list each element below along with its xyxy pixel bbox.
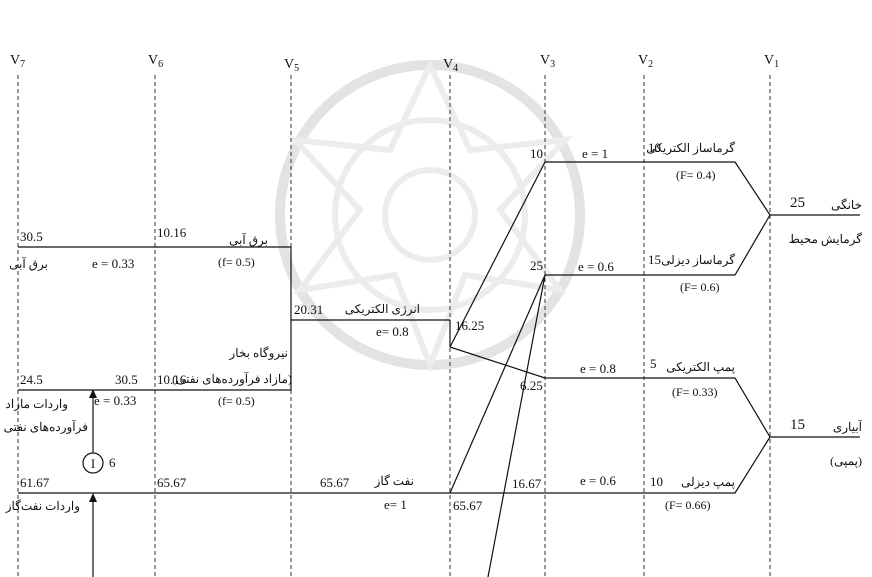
heater-diesel-fraction: (F= 0.6): [680, 280, 719, 294]
pump-electric-name: پمپ الکتریکی: [666, 360, 735, 374]
heater-electric-fraction: (F= 0.4): [676, 168, 715, 182]
import-gas-arrowhead: [89, 493, 97, 502]
gas-v7-value: 61.67: [20, 475, 50, 490]
level-label-v6: V6: [148, 53, 163, 70]
import-gas-label: واردات نفت‌گاز: [5, 499, 80, 513]
steam-v7-value: 24.5: [20, 372, 43, 387]
electric-v4-value: 16.25: [455, 318, 484, 333]
hydro-efficiency: e = 0.33: [92, 256, 134, 271]
gas-name: نفت گاز: [374, 474, 414, 488]
demand-home-sub: گرمایش محیط: [789, 232, 863, 246]
pump-electric-efficiency: e = 0.8: [580, 361, 616, 376]
heater-diesel-value: 15: [648, 252, 661, 267]
input-marker: I 6: [83, 453, 116, 473]
level-label-v7: V7: [10, 53, 25, 70]
level-label-v4: V4: [443, 57, 458, 74]
pump-diesel-fraction: (F= 0.66): [665, 498, 710, 512]
level-label-v2: V2: [638, 53, 653, 70]
hydro-fraction: (f= 0.5): [218, 255, 255, 269]
level-label-v5: V5: [284, 57, 299, 74]
pump-diesel-value: 10: [650, 474, 663, 489]
flow-gas-to-heater-diesel: [488, 275, 545, 577]
pump-diesel-efficiency: e = 0.6: [580, 473, 616, 488]
gas-v6-value: 65.67: [157, 475, 187, 490]
demand-home-name: خانگی: [831, 198, 862, 212]
imports-labels: واردات مازاد فرآورده‌های نفتی واردات نفت…: [4, 397, 88, 513]
level-label-v3: V3: [540, 53, 555, 70]
electric-v5-value: 20.31: [294, 302, 323, 317]
pump-diesel-name: پمپ دیزلی: [681, 475, 735, 489]
input-marker-symbol: I: [91, 456, 95, 471]
hydro-v6-value: 10.16: [157, 225, 187, 240]
hydro-v7-label: برق آبی: [9, 256, 48, 271]
pump-electric-fraction: (F= 0.33): [672, 385, 717, 399]
steam-fraction: (f= 0.5): [218, 394, 255, 408]
demand-irrigation-sub: (پمپی): [830, 454, 862, 468]
steam-subname: (مازاد فرآورده‌های نفتی): [172, 371, 292, 386]
demand-irrigation: 15 آبیاری (پمپی): [790, 417, 863, 468]
heater-diesel-name: گرماساز دیزلی: [661, 253, 735, 267]
node-hydro: 30.5 برق آبی e = 0.33 10.16 برق آبی (f= …: [9, 225, 268, 271]
pump-electric-input: 6.25: [520, 378, 543, 393]
pump-diesel-input: 16.67: [512, 476, 542, 491]
demand-irrigation-name: آبیاری: [833, 419, 863, 434]
import-products-line2: فرآورده‌های نفتی: [4, 419, 88, 434]
heater-electric-name: گرماساز الکتریکی: [646, 141, 735, 155]
demand-home-value: 25: [790, 195, 805, 211]
heater-diesel-input: 25: [530, 258, 543, 273]
electric-name: انرژی الکتریکی: [345, 302, 420, 316]
level-label-v1: V1: [764, 53, 779, 70]
demand-home: 25 خانگی گرمایش محیط: [789, 195, 863, 246]
pump-electric-value: 5: [650, 356, 657, 371]
import-products-line1: واردات مازاد: [6, 397, 68, 411]
input-marker-value: 6: [109, 455, 116, 470]
hydro-v6-label: برق آبی: [229, 232, 268, 247]
gas-efficiency: e= 1: [384, 497, 407, 512]
steam-name: نیروگاه بخار: [228, 346, 288, 360]
demand-irrigation-value: 15: [790, 417, 805, 433]
gas-v5-value: 65.67: [320, 475, 350, 490]
heater-diesel-efficiency: e = 0.6: [578, 259, 614, 274]
steam-efficiency: e = 0.33: [94, 393, 136, 408]
gas-v4-value: 65.67: [453, 498, 483, 513]
heater-electric-efficiency: e = 1: [582, 146, 608, 161]
heater-electric-input: 10: [530, 146, 543, 161]
hydro-v7-value: 30.5: [20, 229, 43, 244]
steam-mid-value: 30.5: [115, 372, 138, 387]
electric-efficiency: e= 0.8: [376, 324, 409, 339]
